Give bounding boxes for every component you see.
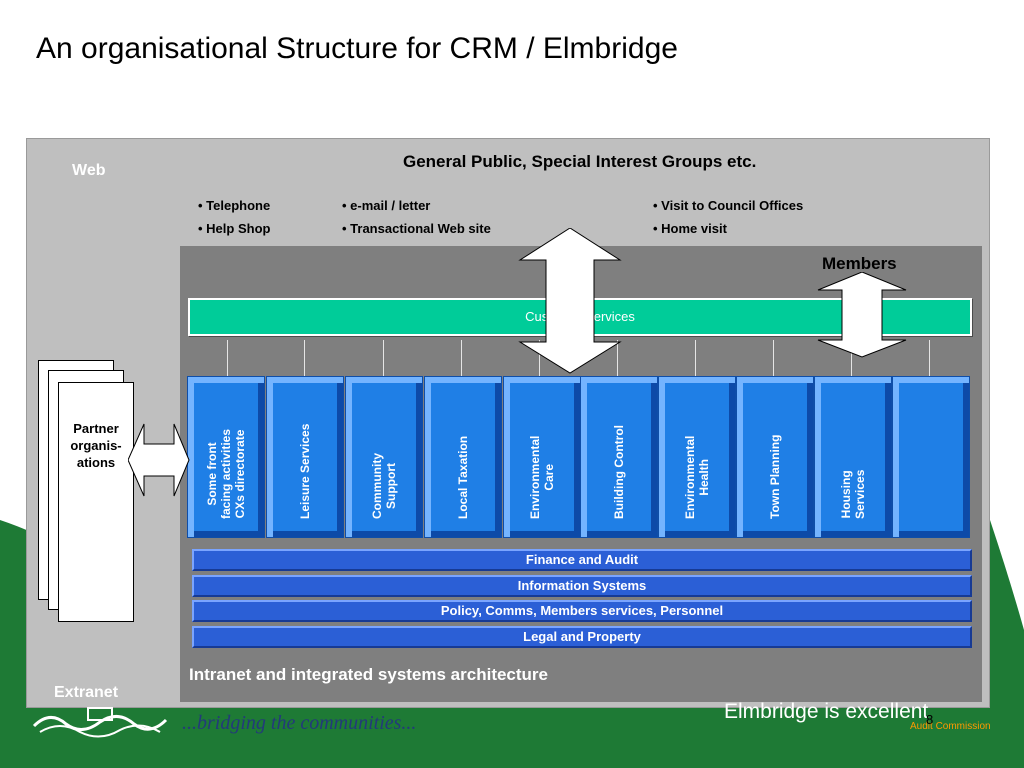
department-label: Community Support xyxy=(370,453,398,519)
department-label: Environmental Care xyxy=(528,435,556,519)
channel-item: • Help Shop xyxy=(198,221,271,236)
connector-line xyxy=(539,340,540,376)
system-bar: Policy, Comms, Members services, Personn… xyxy=(192,600,972,622)
channel-item: • Telephone xyxy=(198,198,271,213)
members-double-arrow-icon xyxy=(817,272,907,358)
department-label: Some front facing activities CXs directo… xyxy=(205,428,247,519)
channel-item: • e-mail / letter xyxy=(342,198,431,213)
partner-double-arrow-icon xyxy=(128,423,190,497)
department-label: Town Planning xyxy=(768,434,782,519)
web-label: Web xyxy=(72,162,106,179)
connector-line xyxy=(695,340,696,376)
department-column: Building Control xyxy=(580,376,658,538)
department-column: Leisure Services xyxy=(266,376,344,538)
department-label: Building Control xyxy=(612,425,626,519)
channel-label: Help Shop xyxy=(206,221,271,236)
department-column xyxy=(892,376,970,538)
council-crest-icon xyxy=(32,707,168,738)
page-number: 8 xyxy=(926,712,934,727)
system-bar: Information Systems xyxy=(192,575,972,597)
channel-item: • Home visit xyxy=(653,221,727,236)
department-column: Environmental Health xyxy=(658,376,736,538)
connector-line xyxy=(851,340,852,376)
connector-line xyxy=(227,340,228,376)
brand-logo-text: Elmbridge is excellent xyxy=(724,700,929,723)
slide-title: An organisational Structure for CRM / El… xyxy=(36,32,678,65)
department-column: Environmental Care xyxy=(503,376,581,538)
intranet-label: Intranet and integrated systems architec… xyxy=(189,665,549,684)
connector-line xyxy=(383,340,384,376)
department-column: Some front facing activities CXs directo… xyxy=(187,376,265,538)
connector-line xyxy=(304,340,305,376)
brand-subtitle: Audit Commission xyxy=(910,721,991,732)
connector-line xyxy=(617,340,618,376)
channel-label: Visit to Council Offices xyxy=(661,198,804,213)
department-column: Local Taxation xyxy=(424,376,502,538)
channel-label: e-mail / letter xyxy=(350,198,431,213)
channel-label: Telephone xyxy=(206,198,271,213)
channel-label: Transactional Web site xyxy=(350,221,491,236)
system-bar: Legal and Property xyxy=(192,626,972,648)
public-title: General Public, Special Interest Groups … xyxy=(403,152,757,171)
connector-line xyxy=(773,340,774,376)
extranet-label: Extranet xyxy=(54,684,119,701)
department-label: Environmental Health xyxy=(683,435,711,519)
system-bar: Finance and Audit xyxy=(192,549,972,571)
channel-item: • Transactional Web site xyxy=(342,221,491,236)
connector-line xyxy=(461,340,462,376)
channel-item: • Visit to Council Offices xyxy=(653,198,804,213)
connector-line xyxy=(929,340,930,376)
partner-document xyxy=(58,382,134,622)
department-label: Local Taxation xyxy=(456,435,470,519)
department-label: Leisure Services xyxy=(298,423,312,519)
footer-tagline: ...bridging the communities... xyxy=(182,712,417,734)
department-column: Community Support xyxy=(345,376,423,538)
public-double-arrow-icon xyxy=(518,228,622,374)
department-column: Housing Services xyxy=(814,376,892,538)
members-label: Members xyxy=(822,254,897,273)
department-column: Town Planning xyxy=(736,376,814,538)
department-label: Housing Services xyxy=(839,469,867,519)
channel-label: Home visit xyxy=(661,221,727,236)
